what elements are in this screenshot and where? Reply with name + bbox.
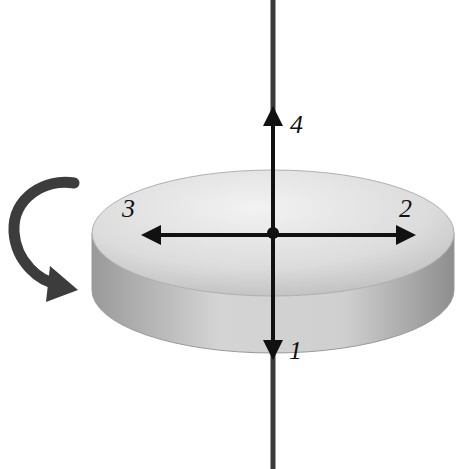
arrow-1: [271, 233, 275, 356]
axis: [271, 350, 276, 469]
arrow-2: [273, 233, 412, 237]
callout-number: 1: [289, 338, 302, 364]
arrow-4: [271, 110, 275, 233]
center-dot: [267, 227, 279, 239]
rotation-arrow: [14, 182, 74, 284]
callout-number: 3: [122, 196, 135, 222]
callout-number: 4: [290, 112, 303, 138]
axis: [271, 0, 276, 125]
arrow-3: [145, 233, 273, 237]
callout-number: 2: [399, 196, 412, 222]
rotation-arrowhead: [46, 266, 78, 302]
